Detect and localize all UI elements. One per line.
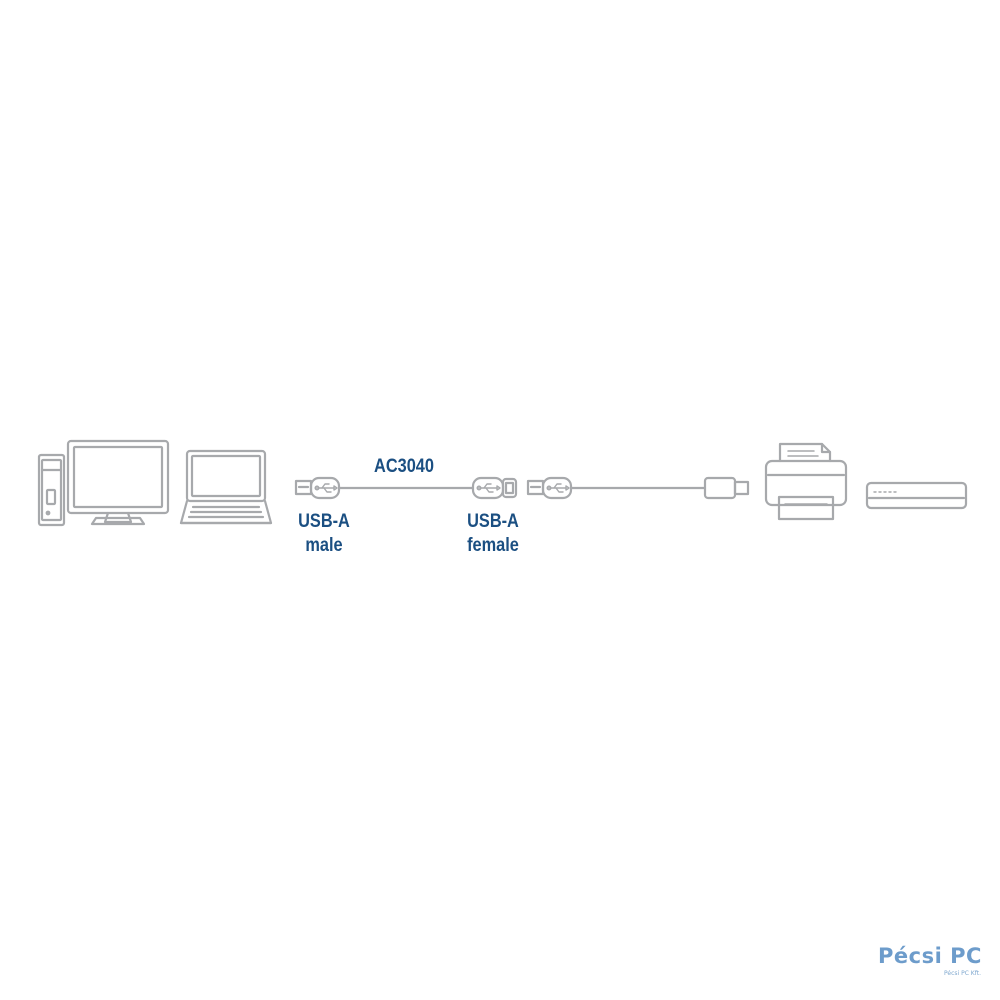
watermark-subtext: Pécsi PC Kft. bbox=[944, 970, 982, 977]
laptop-icon bbox=[179, 449, 273, 525]
usb-a-male-plug-icon bbox=[526, 476, 573, 500]
network-switch-icon bbox=[865, 481, 968, 510]
connector-a-label: USB-A male bbox=[290, 510, 359, 558]
connector-b-gender: female bbox=[467, 535, 519, 556]
cable-model-text: AC3040 bbox=[374, 456, 434, 477]
connector-a-type: USB-A bbox=[298, 511, 350, 532]
desktop-tower-icon bbox=[37, 453, 66, 527]
usb-a-female-socket-icon bbox=[471, 476, 518, 500]
cable-model-label: AC3040 bbox=[368, 455, 440, 479]
monitor-icon bbox=[66, 439, 170, 526]
watermark-text: Pécsi PC bbox=[878, 944, 982, 968]
connector-b-label: USB-A female bbox=[459, 510, 528, 558]
printer-icon bbox=[764, 442, 848, 521]
usb-b-plug-icon bbox=[703, 476, 750, 500]
usb-a-male-plug-icon bbox=[294, 476, 341, 500]
connector-a-gender: male bbox=[305, 535, 343, 556]
watermark-logo: Pécsi PC Pécsi PC Kft. bbox=[878, 944, 984, 984]
connector-b-type: USB-A bbox=[467, 511, 519, 532]
